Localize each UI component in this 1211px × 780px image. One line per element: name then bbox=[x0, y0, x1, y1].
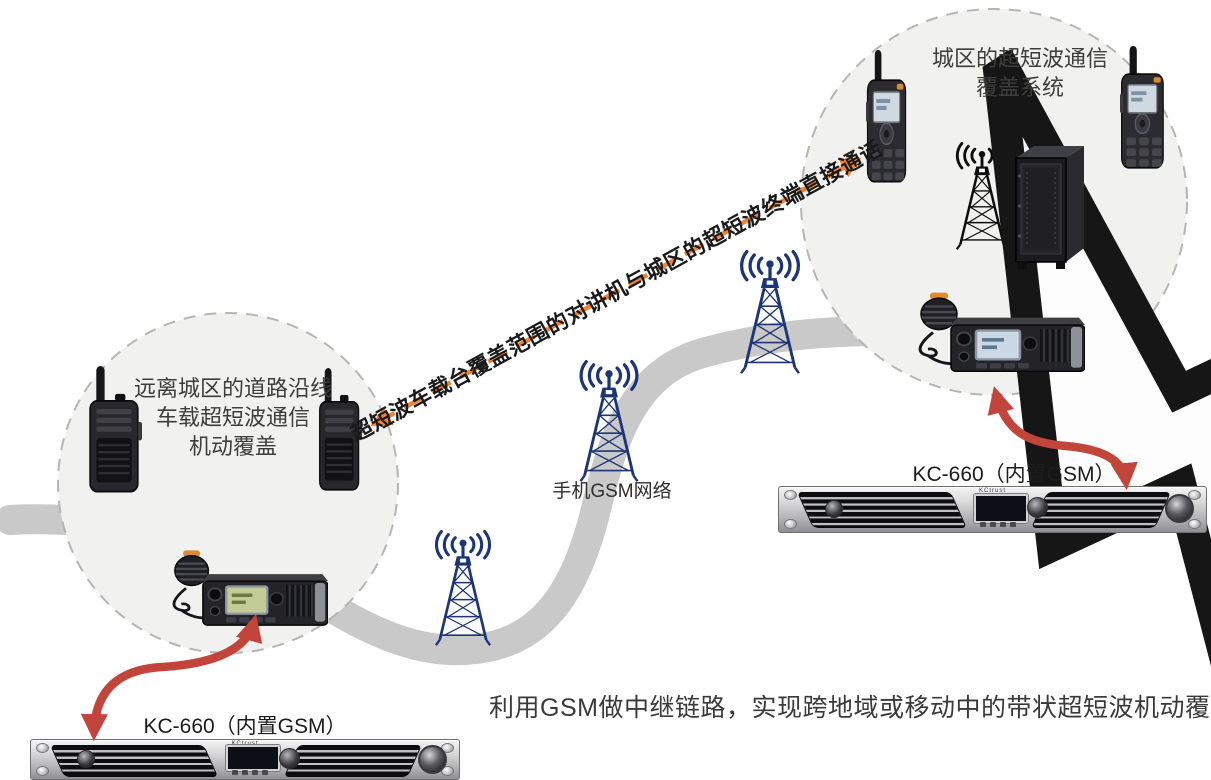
knob-icon bbox=[1027, 497, 1048, 518]
kc660-label-left: KC-660（内置GSM） bbox=[143, 715, 347, 738]
screw-icon bbox=[441, 766, 454, 776]
vent-grille-left bbox=[796, 492, 968, 529]
gateway-display bbox=[974, 494, 1028, 523]
remote-title-line2: 车载超短波通信 bbox=[155, 405, 310, 431]
vent-grille-right bbox=[1030, 492, 1172, 529]
mobile-radio-remote bbox=[158, 546, 328, 641]
screw-icon bbox=[1188, 519, 1201, 529]
caption: 利用GSM做中继链路，实现跨地域或移动中的带状超短波机动覆盖 bbox=[489, 694, 1211, 722]
knob-icon bbox=[418, 745, 447, 774]
remote-circle-title: 远离城区的道路沿线 车载超短波通信 机动覆盖 bbox=[108, 374, 358, 461]
vent-grille-right bbox=[283, 745, 423, 777]
kc660-gateway-right: KCtrust bbox=[778, 486, 1207, 533]
urban-title-line2: 覆盖系统 bbox=[975, 75, 1064, 101]
brand-label: KCtrust bbox=[231, 741, 259, 747]
screw-icon bbox=[784, 490, 797, 500]
brand-label: KCtrust bbox=[978, 488, 1006, 494]
kc660-label-right: KC-660（内置GSM） bbox=[912, 463, 1116, 486]
gateway-display bbox=[226, 745, 280, 771]
screw-icon bbox=[784, 519, 797, 529]
kc660-gateway-left: KCtrust bbox=[30, 739, 460, 780]
gsm-tower-lower-icon bbox=[434, 530, 492, 646]
display-buttons bbox=[980, 522, 1016, 527]
knob-icon bbox=[279, 748, 300, 769]
remote-title-line3: 机动覆盖 bbox=[188, 434, 277, 460]
knob-icon bbox=[77, 750, 95, 768]
screw-icon bbox=[1188, 490, 1201, 500]
mobile-radio-urban bbox=[903, 288, 1085, 388]
vent-grille-left bbox=[49, 745, 219, 777]
remote-coverage-circle bbox=[57, 312, 399, 654]
knob-icon bbox=[825, 500, 843, 518]
urban-title-line1: 城区的超短波通信 bbox=[931, 46, 1108, 71]
urban-circle-title: 城区的超短波通信 覆盖系统 bbox=[895, 44, 1145, 102]
gsm-network-label: 手机GSM网络 bbox=[552, 481, 672, 502]
knob-icon bbox=[1165, 494, 1194, 523]
screw-icon bbox=[36, 743, 49, 753]
remote-title-line1: 远离城区的道路沿线 bbox=[133, 376, 332, 401]
server-rack-icon bbox=[1010, 146, 1084, 270]
display-buttons bbox=[232, 770, 268, 775]
screw-icon bbox=[36, 766, 49, 776]
